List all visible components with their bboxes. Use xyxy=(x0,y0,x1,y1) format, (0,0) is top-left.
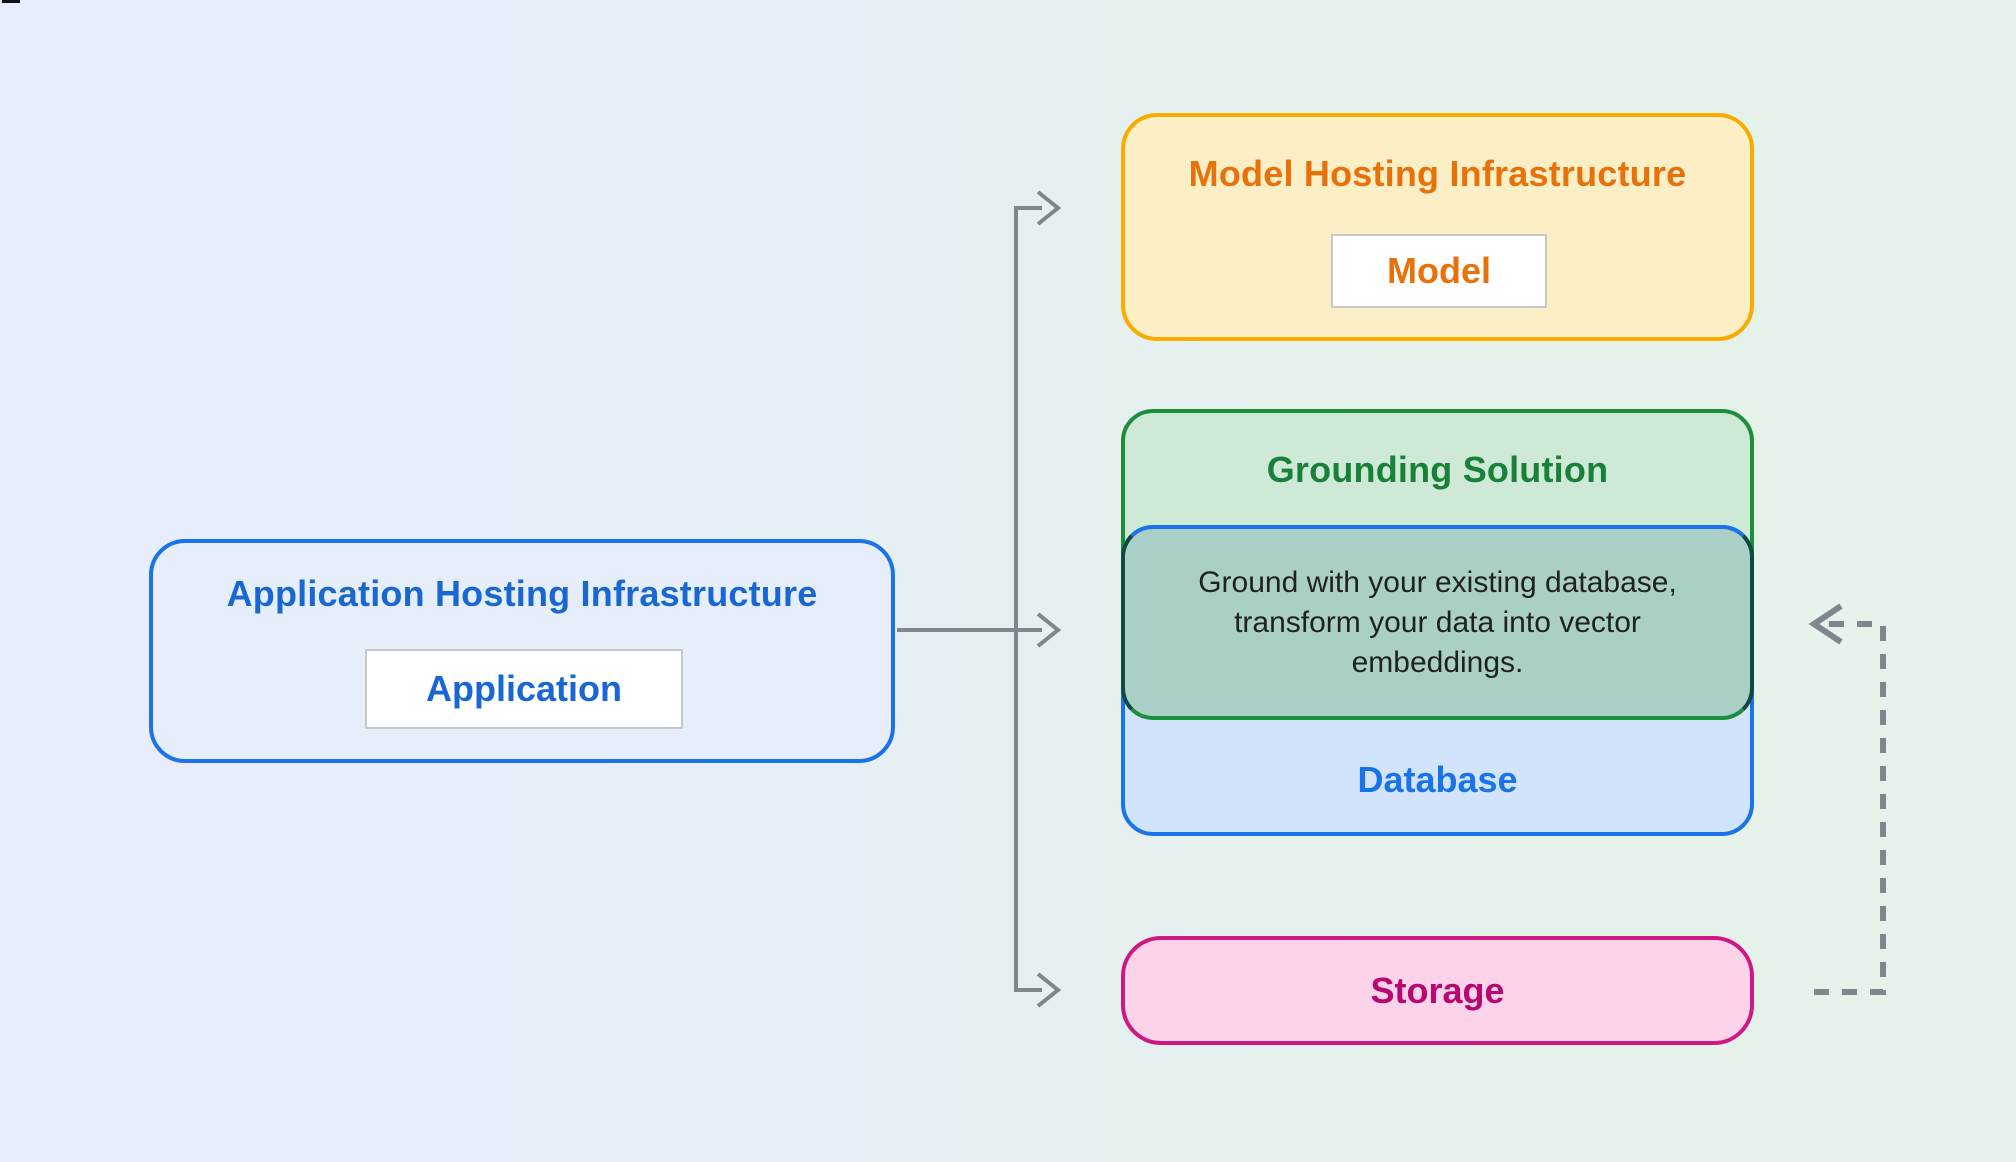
database-label: Database xyxy=(1357,759,1518,800)
screenshot-corner-artifact xyxy=(2,0,20,3)
arrowhead-to-model-icon xyxy=(1036,190,1062,226)
application-hosting-title: Application Hosting Infrastructure xyxy=(226,573,818,614)
grounding-solution-title: Grounding Solution xyxy=(1266,449,1609,490)
model-chip-label: Model xyxy=(1387,250,1491,291)
storage-label: Storage xyxy=(1370,969,1505,1011)
arrow-storage-to-grounding-dashed xyxy=(1814,621,1886,995)
model-hosting-title: Model Hosting Infrastructure xyxy=(1188,153,1687,194)
application-chip-label: Application xyxy=(426,668,622,709)
storage-box: Storage xyxy=(1121,936,1754,1045)
arrowhead-to-storage-icon xyxy=(1036,972,1062,1008)
grounding-description: Ground with your existing database, tran… xyxy=(1198,565,1677,679)
arrow-trunk xyxy=(1014,206,1042,992)
model-chip: Model xyxy=(1331,234,1547,308)
application-chip: Application xyxy=(365,649,683,729)
grounding-database-overlap: Ground with your existing database, tran… xyxy=(1121,525,1754,720)
arrowhead-dashed-left-icon xyxy=(1808,603,1843,645)
model-hosting-box: Model Hosting Infrastructure Model xyxy=(1121,113,1754,341)
arrowhead-to-grounding-icon xyxy=(1036,612,1062,648)
application-hosting-box: Application Hosting Infrastructure Appli… xyxy=(149,539,895,763)
